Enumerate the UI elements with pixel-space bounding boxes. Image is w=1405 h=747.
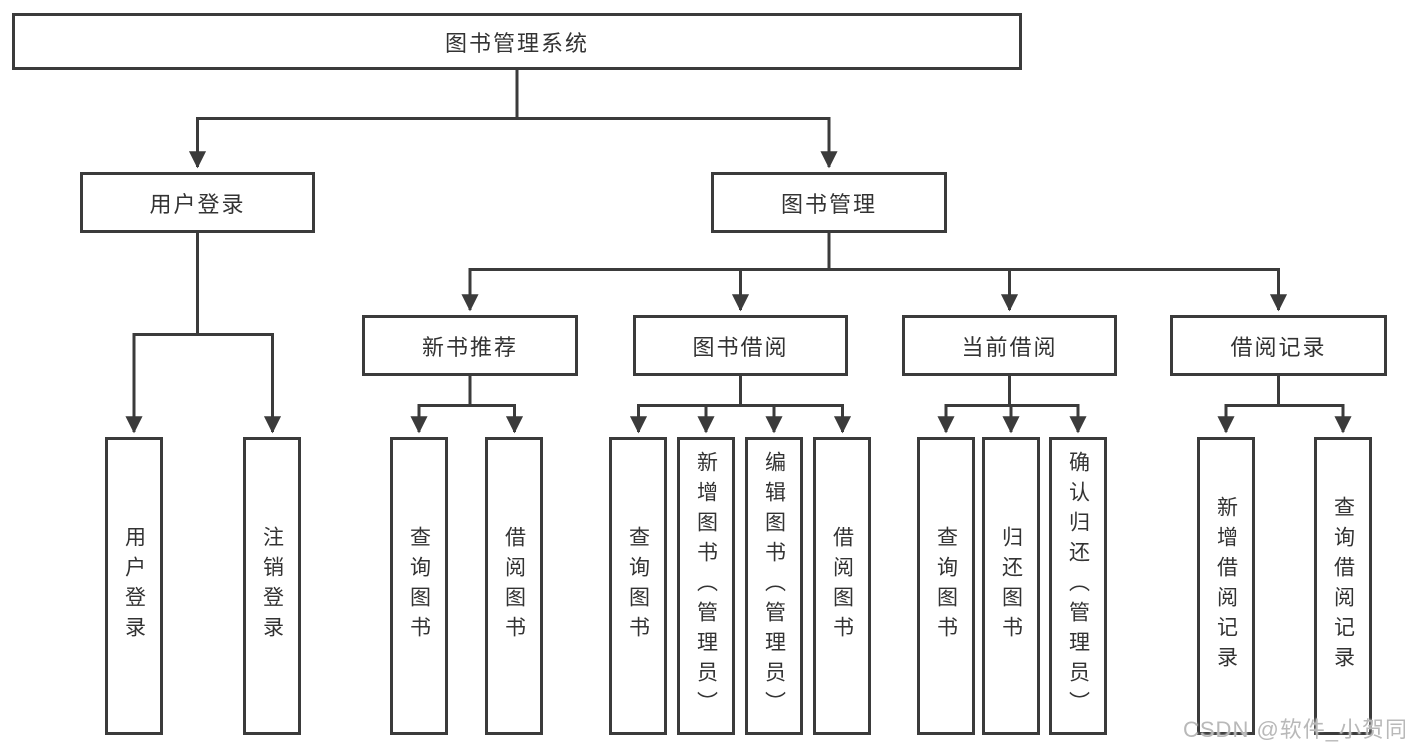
leaf-query-borrow-record: 查询借阅记录 xyxy=(1314,437,1372,735)
leaf-query-books-3-label: 查询图书 xyxy=(934,526,958,646)
leaf-add-book-admin-label: 新增图书（管理员） xyxy=(694,451,718,721)
node-book-mgmt-label: 图书管理 xyxy=(780,191,877,217)
csdn-watermark: CSDN @软件_小贺同学 xyxy=(1183,717,1405,742)
leaf-user-login: 用户登录 xyxy=(105,437,163,735)
leaf-borrow-books-1-label: 借阅图书 xyxy=(502,526,526,646)
node-borrow-records: 借阅记录 xyxy=(1170,315,1387,376)
node-new-book-recommend-label: 新书推荐 xyxy=(421,334,518,360)
node-user-login: 用户登录 xyxy=(80,172,315,233)
leaf-query-books-1: 查询图书 xyxy=(390,437,448,735)
leaf-edit-book-admin: 编辑图书（管理员） xyxy=(745,437,803,735)
leaf-query-books-2: 查询图书 xyxy=(609,437,667,735)
leaf-borrow-books-2: 借阅图书 xyxy=(813,437,871,735)
leaf-query-borrow-record-label: 查询借阅记录 xyxy=(1331,496,1355,676)
node-borrow-records-label: 借阅记录 xyxy=(1230,334,1327,360)
leaf-return-book: 归还图书 xyxy=(982,437,1040,735)
leaf-logout-label: 注销登录 xyxy=(260,526,284,646)
leaf-add-book-admin: 新增图书（管理员） xyxy=(677,437,735,735)
leaf-return-book-label: 归还图书 xyxy=(999,526,1023,646)
leaf-query-books-2-label: 查询图书 xyxy=(626,526,650,646)
node-user-login-label: 用户登录 xyxy=(149,191,246,217)
node-book-borrow: 图书借阅 xyxy=(633,315,848,376)
node-root: 图书管理系统 xyxy=(12,13,1022,70)
leaf-logout: 注销登录 xyxy=(243,437,301,735)
leaf-borrow-books-2-label: 借阅图书 xyxy=(830,526,854,646)
leaf-add-borrow-record: 新增借阅记录 xyxy=(1197,437,1255,735)
node-book-borrow-label: 图书借阅 xyxy=(692,334,789,360)
leaf-add-borrow-record-label: 新增借阅记录 xyxy=(1214,496,1238,676)
leaf-confirm-return-admin-label: 确认归还（管理员） xyxy=(1066,451,1090,721)
node-root-label: 图书管理系统 xyxy=(444,30,589,56)
node-current-borrow-label: 当前借阅 xyxy=(961,334,1058,360)
leaf-query-books-3: 查询图书 xyxy=(917,437,975,735)
leaf-edit-book-admin-label: 编辑图书（管理员） xyxy=(762,451,786,721)
leaf-user-login-label: 用户登录 xyxy=(122,526,146,646)
node-new-book-recommend: 新书推荐 xyxy=(362,315,578,376)
leaf-query-books-1-label: 查询图书 xyxy=(407,526,431,646)
node-current-borrow: 当前借阅 xyxy=(902,315,1117,376)
node-book-mgmt: 图书管理 xyxy=(711,172,947,233)
leaf-borrow-books-1: 借阅图书 xyxy=(485,437,543,735)
leaf-confirm-return-admin: 确认归还（管理员） xyxy=(1049,437,1107,735)
